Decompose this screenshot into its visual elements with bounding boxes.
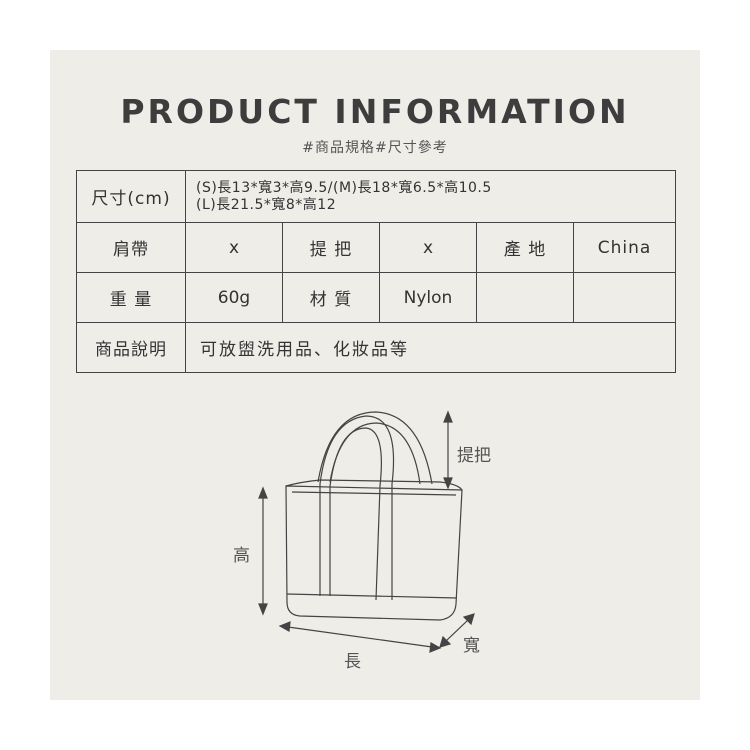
- handle-height-arrow: [443, 410, 453, 490]
- material-label: 材 質: [282, 272, 380, 323]
- weight-label: 重 量: [76, 272, 186, 323]
- size-label: 尺寸(cm): [76, 170, 186, 223]
- size-line-1: (S)長13*寬3*高9.5/(M)長18*寬6.5*高10.5: [196, 179, 492, 196]
- length-arrow: [278, 621, 442, 653]
- page-title: PRODUCT INFORMATION: [120, 92, 630, 131]
- size-line-2: (L)長21.5*寬8*高12: [196, 196, 337, 213]
- height-dimension-label: 高: [233, 546, 250, 566]
- shoulder-strap-value: x: [185, 222, 283, 273]
- table-row-weight: 重 量 60g 材 質 Nylon: [76, 272, 677, 323]
- table-row-description: 商品說明 可放盥洗用品、化妝品等: [76, 322, 677, 373]
- height-arrow: [258, 486, 268, 616]
- spec-table: 尺寸(cm) (S)長13*寬3*高9.5/(M)長18*寬6.5*高10.5 …: [76, 170, 677, 373]
- size-value: (S)長13*寬3*高9.5/(M)長18*寬6.5*高10.5 (L)長21.…: [184, 170, 677, 223]
- width-dimension-label: 寬: [463, 636, 480, 656]
- handle-label: 提 把: [282, 222, 380, 273]
- description-value: 可放盥洗用品、化妝品等: [184, 322, 677, 373]
- tote-bag-illustration: [285, 411, 463, 621]
- page-subtitle: #商品規格#尺寸參考: [302, 140, 448, 156]
- table-row-size: 尺寸(cm) (S)長13*寬3*高9.5/(M)長18*寬6.5*高10.5 …: [76, 170, 677, 223]
- table-row-strap: 肩帶 x 提 把 x 產 地 China: [76, 222, 677, 273]
- width-arrow: [439, 613, 475, 648]
- material-value: Nylon: [379, 272, 477, 323]
- handle-dimension-label: 提把: [457, 446, 491, 466]
- empty-cell-1: [476, 272, 574, 323]
- origin-label: 產 地: [476, 222, 574, 273]
- description-label: 商品說明: [76, 322, 186, 373]
- length-dimension-label: 長: [344, 652, 361, 672]
